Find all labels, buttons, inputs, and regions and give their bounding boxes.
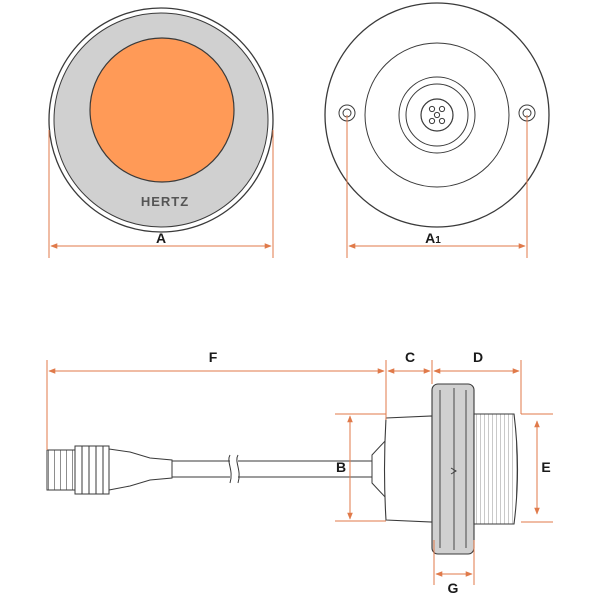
rear-connector-ring-inner	[405, 83, 469, 147]
label-b: B	[336, 459, 346, 475]
side-view	[46, 383, 519, 555]
rear-view	[324, 2, 550, 228]
label-a1: A1	[425, 230, 441, 246]
rear-housing-side	[383, 415, 433, 523]
connector-pin	[428, 105, 436, 113]
flange-notch	[450, 467, 457, 475]
plug-body	[74, 445, 110, 495]
rear-nose	[371, 438, 387, 500]
dimension-f	[46, 360, 387, 450]
rear-housing	[364, 42, 510, 188]
cable-break	[236, 454, 240, 484]
light-face	[89, 37, 235, 183]
dimension-a	[48, 130, 274, 258]
front-view: HERTZ	[48, 7, 274, 233]
label-g: G	[448, 580, 459, 596]
connector-plug	[46, 445, 173, 495]
rear-connector-ring	[398, 76, 476, 154]
dimension-a1	[346, 115, 528, 258]
label-a: A	[156, 230, 166, 246]
cable-break	[228, 454, 232, 484]
connector-pin	[438, 105, 446, 113]
connector-pin	[438, 117, 446, 125]
dimension-g	[433, 540, 475, 585]
connector-pin	[428, 117, 436, 125]
dimension-c	[387, 360, 433, 384]
connector-pin	[433, 111, 441, 119]
dimension-b	[335, 413, 386, 522]
plug-thread	[46, 449, 76, 491]
label-e: E	[541, 459, 550, 475]
front-fins	[473, 413, 519, 525]
dimension-e	[521, 413, 553, 523]
connector-socket	[420, 98, 454, 132]
plug-taper	[108, 448, 173, 491]
label-d: D	[473, 349, 483, 365]
label-c: C	[405, 349, 415, 365]
brand-logo: HERTZ	[141, 194, 189, 209]
rear-outer-rim	[324, 2, 550, 228]
dimension-d	[433, 360, 522, 414]
label-f: F	[209, 349, 218, 365]
